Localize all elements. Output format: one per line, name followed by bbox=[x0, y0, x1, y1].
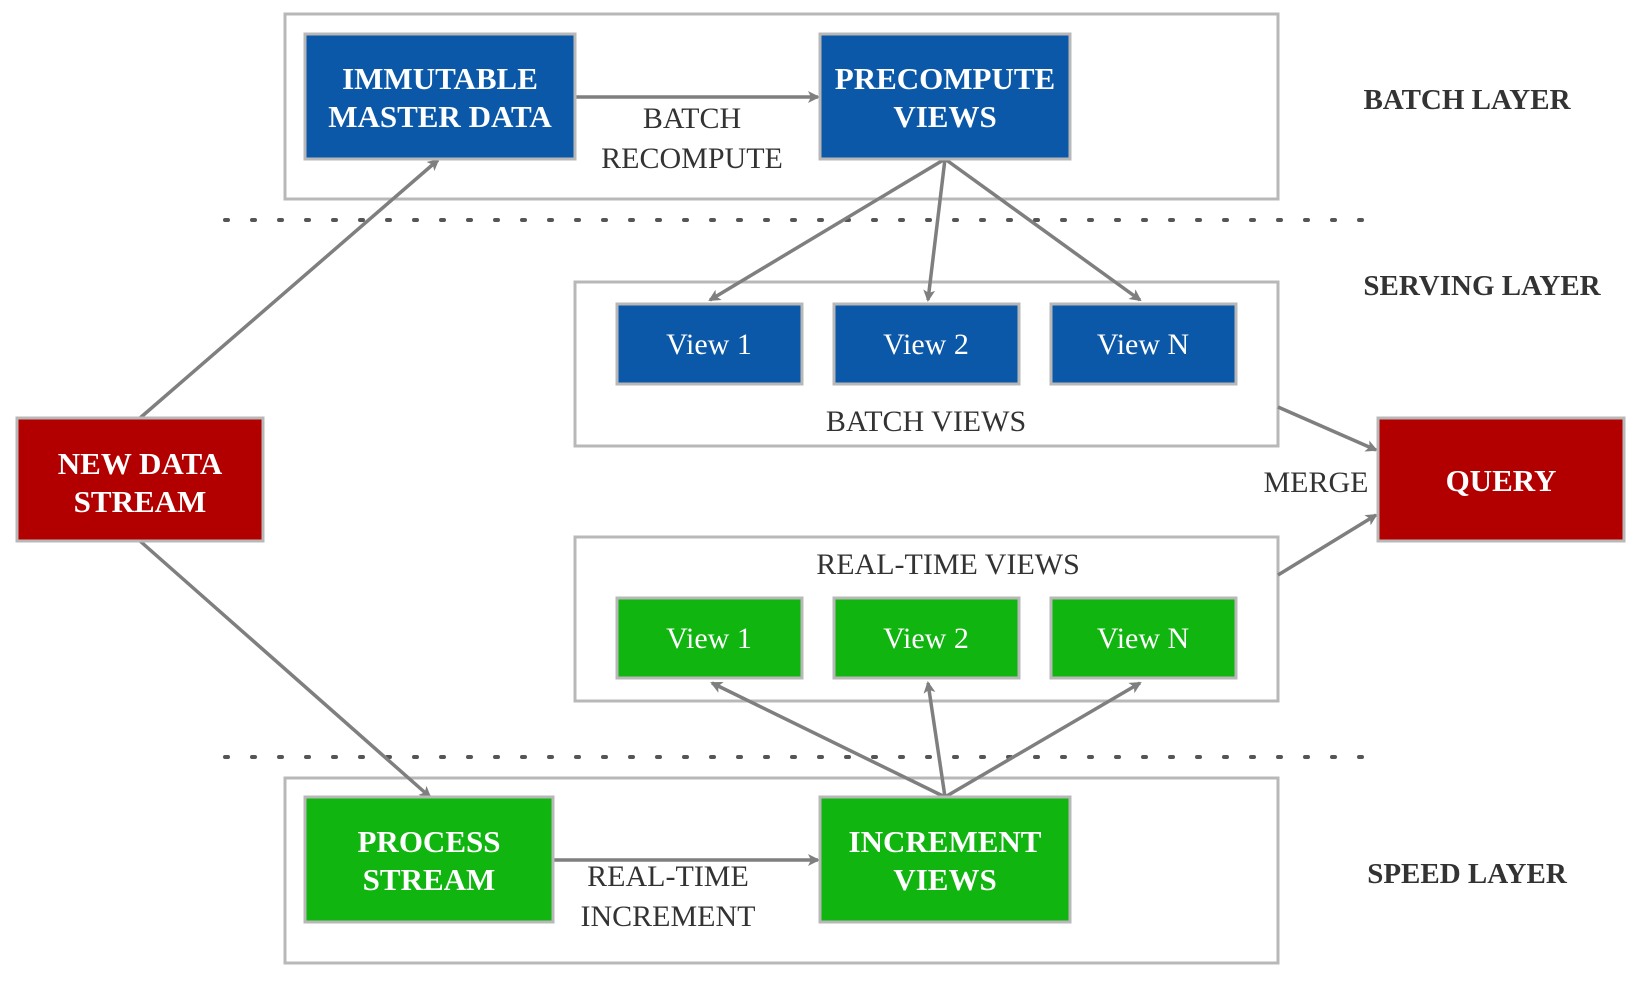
batch-view-2-label: View 2 bbox=[883, 328, 969, 361]
query-box: QUERY bbox=[1376, 416, 1626, 543]
batch-view-n: View N bbox=[1049, 302, 1238, 386]
batch-recompute-label-line1: BATCH bbox=[643, 102, 741, 135]
batch-view-1: View 1 bbox=[615, 302, 804, 386]
increment-views-line2: VIEWS bbox=[893, 862, 996, 897]
batch-layer-container bbox=[283, 12, 1280, 201]
realtime-views-container bbox=[573, 535, 1280, 703]
precompute-views-line1: PRECOMPUTE bbox=[835, 61, 1055, 96]
realtime-increment-label-line2: INCREMENT bbox=[581, 900, 756, 933]
batch-layer-title: BATCH LAYER bbox=[1363, 84, 1571, 116]
arrows bbox=[138, 91, 1378, 866]
speed-layer-container bbox=[283, 776, 1280, 965]
immutable-master-data-box: IMMUTABLE MASTER DATA bbox=[303, 32, 577, 161]
batch-recompute-label-line2: RECOMPUTE bbox=[601, 142, 783, 175]
arrow-batchviews-to-query bbox=[1277, 405, 1378, 452]
realtime-views-caption: REAL-TIME VIEWS bbox=[816, 548, 1080, 581]
serving-layer-title: SERVING LAYER bbox=[1363, 270, 1601, 302]
precompute-views-line2: VIEWS bbox=[893, 99, 996, 134]
batch-views-container bbox=[573, 280, 1280, 448]
batch-views-caption: BATCH VIEWS bbox=[826, 405, 1026, 438]
arrow-increment-to-view2 bbox=[923, 681, 947, 798]
arrow-stream-to-process bbox=[138, 539, 432, 799]
realtime-increment-label-line1: REAL-TIME bbox=[587, 860, 749, 893]
arrow-precompute-to-view2 bbox=[923, 158, 947, 302]
new-data-stream-line2: STREAM bbox=[74, 484, 207, 519]
process-stream-box: PROCESS STREAM bbox=[303, 795, 555, 924]
precompute-views-box: PRECOMPUTE VIEWS bbox=[818, 32, 1072, 161]
query-label: QUERY bbox=[1446, 463, 1557, 498]
realtime-view-n: View N bbox=[1049, 596, 1238, 680]
realtime-view-2-label: View 2 bbox=[883, 622, 969, 655]
batch-view-n-label: View N bbox=[1097, 328, 1189, 361]
arrow-increment-to-view1 bbox=[710, 681, 946, 799]
arrow-precompute-to-view1 bbox=[708, 157, 946, 302]
realtime-view-1: View 1 bbox=[615, 596, 804, 680]
batch-view-1-label: View 1 bbox=[666, 328, 752, 361]
merge-label: MERGE bbox=[1264, 466, 1369, 499]
increment-views-line1: INCREMENT bbox=[849, 824, 1042, 859]
increment-views-box: INCREMENT VIEWS bbox=[818, 795, 1072, 924]
arrow-precompute-to-viewN bbox=[943, 157, 1142, 302]
immutable-master-data-line1: IMMUTABLE bbox=[342, 61, 538, 96]
speed-layer-title: SPEED LAYER bbox=[1367, 858, 1568, 890]
arrow-increment-to-viewN bbox=[944, 681, 1142, 799]
realtime-view-n-label: View N bbox=[1097, 622, 1189, 655]
arrow-stream-to-master bbox=[138, 158, 440, 420]
arrow-realtimeviews-to-query bbox=[1277, 513, 1378, 577]
realtime-view-1-label: View 1 bbox=[666, 622, 752, 655]
new-data-stream-line1: NEW DATA bbox=[58, 446, 223, 481]
process-stream-line1: PROCESS bbox=[358, 824, 501, 859]
process-stream-line2: STREAM bbox=[363, 862, 496, 897]
realtime-view-2: View 2 bbox=[832, 596, 1021, 680]
immutable-master-data-line2: MASTER DATA bbox=[328, 99, 552, 134]
new-data-stream-box: NEW DATA STREAM bbox=[15, 416, 265, 543]
batch-view-2: View 2 bbox=[832, 302, 1021, 386]
